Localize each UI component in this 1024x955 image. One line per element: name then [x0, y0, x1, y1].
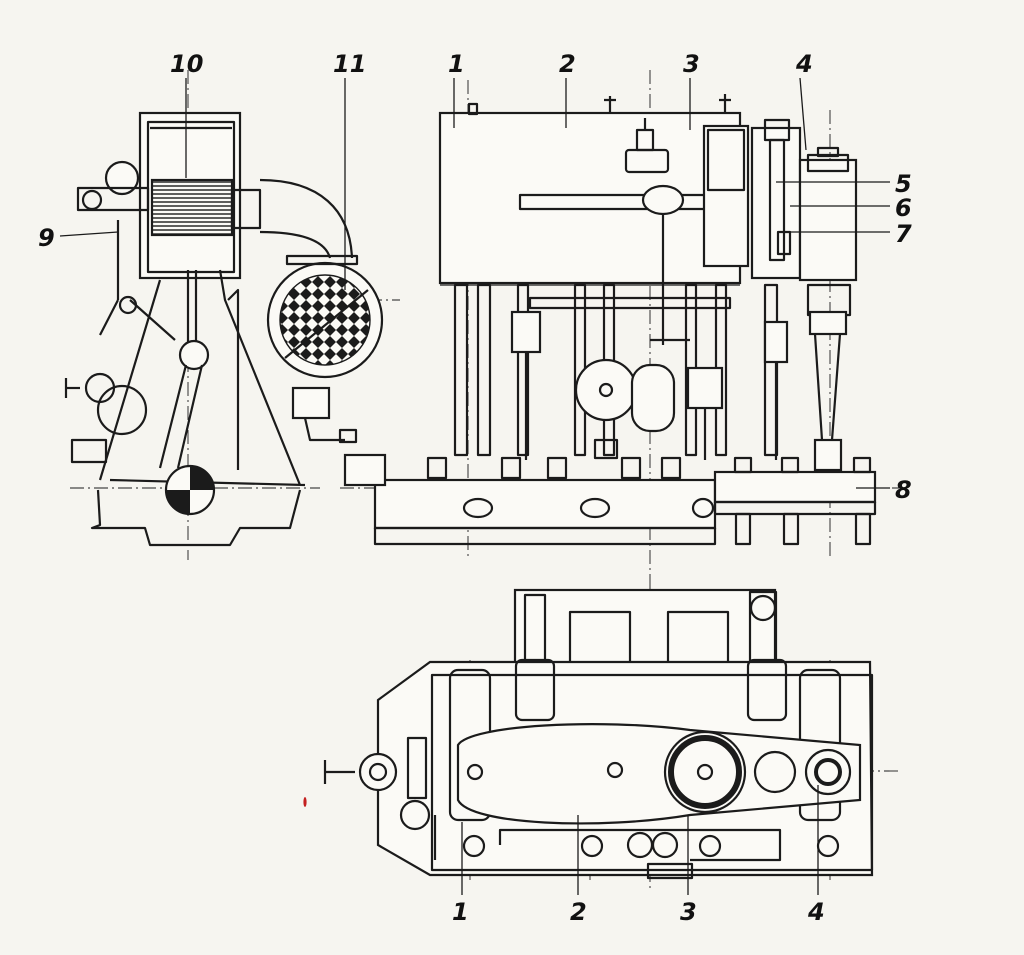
bedplate-studs [426, 456, 872, 546]
crank-case [456, 723, 862, 825]
leader-lines [59, 77, 890, 895]
connecting-rod [158, 364, 204, 469]
side-view [64, 70, 400, 560]
bedplate [90, 489, 302, 547]
front-bedplate [373, 478, 717, 530]
callout-5: 5 [895, 170, 912, 198]
callout-11: 11 [333, 50, 366, 78]
callout-7: 7 [895, 220, 912, 248]
callout-4-top: 4 [795, 50, 813, 78]
callout-2-bottom: 2 [570, 898, 587, 926]
callout-8: 8 [895, 476, 912, 504]
callout-labels: 10 11 9 1 2 3 4 5 6 7 8 1 2 3 4 [38, 50, 912, 926]
front-view [340, 70, 900, 580]
callout-10: 10 [170, 50, 203, 78]
air-pump [574, 358, 638, 422]
plan-view [323, 580, 900, 890]
callout-3-bottom: 3 [680, 898, 697, 926]
ink-mark [303, 797, 307, 807]
callout-3-top: 3 [683, 50, 700, 78]
callout-9: 9 [38, 224, 55, 252]
piston [150, 178, 234, 237]
exhaust-bend-pipe [259, 178, 354, 259]
callout-4-bottom: 4 [807, 898, 825, 926]
callout-1-bottom: 1 [452, 898, 469, 926]
callout-6: 6 [895, 194, 912, 222]
callout-1-top: 1 [448, 50, 465, 78]
cylinder-block [438, 111, 742, 285]
flywheel [663, 730, 747, 814]
callout-2-top: 2 [559, 50, 576, 78]
